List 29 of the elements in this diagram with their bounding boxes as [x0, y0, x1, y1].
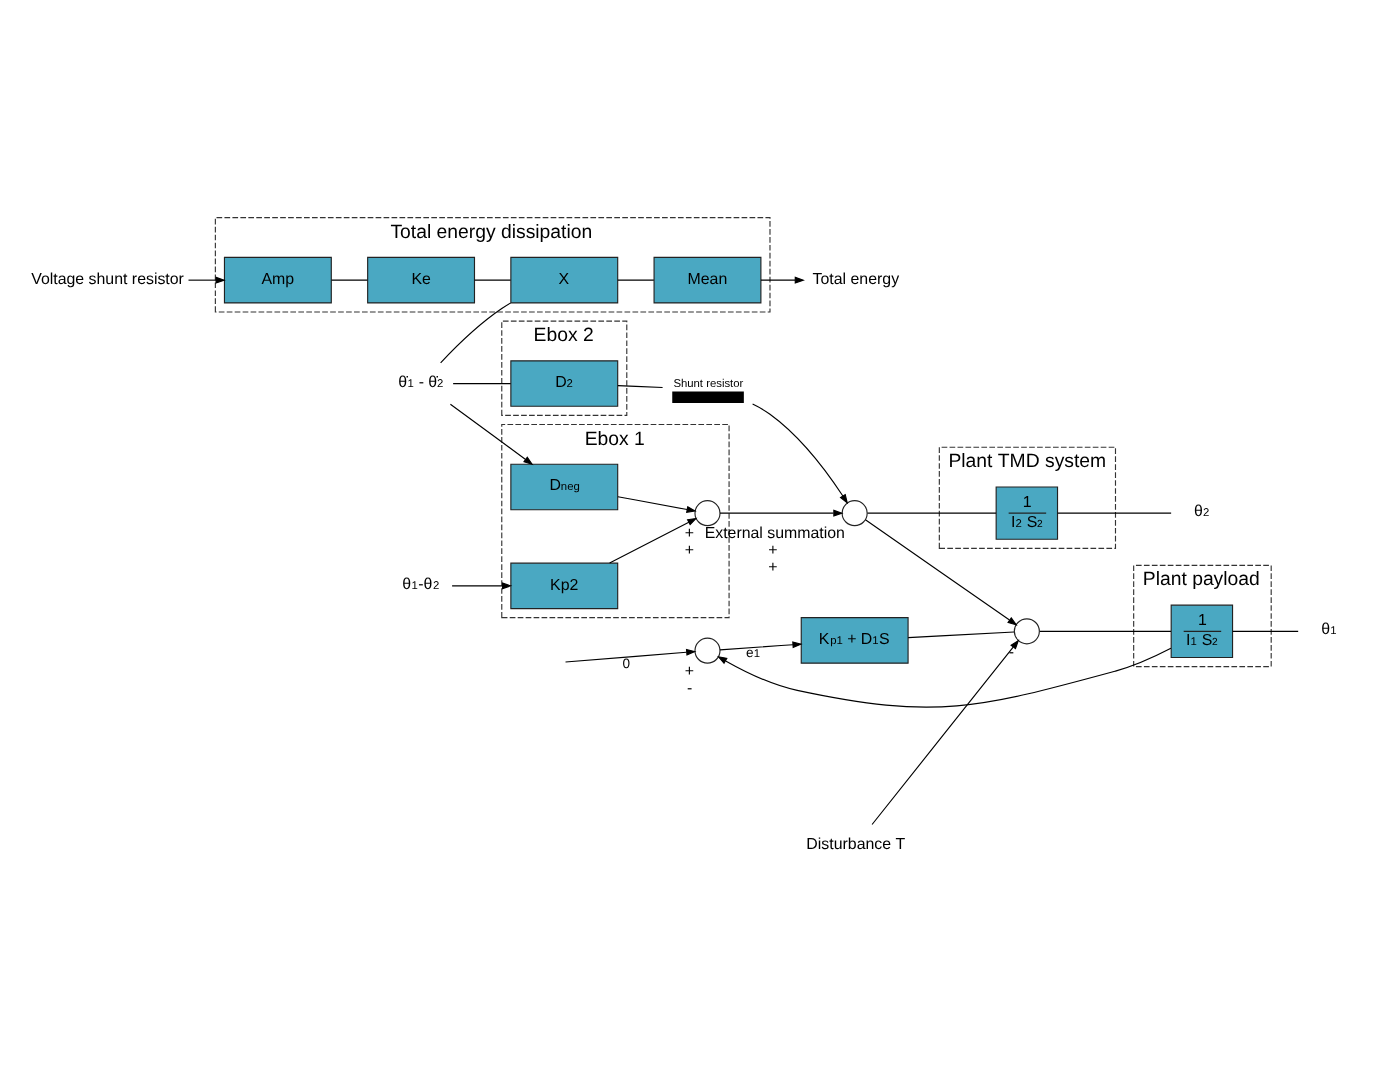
connector	[1039, 629, 1172, 631]
arrow	[187, 275, 226, 283]
arrow	[609, 516, 698, 563]
connector	[1232, 629, 1299, 631]
connector	[617, 278, 655, 280]
arrow	[871, 638, 1020, 825]
connector	[474, 278, 512, 280]
arrow	[719, 508, 844, 516]
node-circle	[694, 636, 721, 663]
node-box	[672, 390, 744, 402]
connector	[907, 630, 1015, 638]
connector	[452, 382, 512, 384]
arrow	[717, 646, 1172, 707]
connector	[866, 511, 997, 513]
arrow	[752, 402, 849, 504]
arrow	[451, 581, 513, 589]
node-circle	[841, 499, 868, 526]
arrow	[617, 495, 697, 512]
node-circle	[1013, 617, 1040, 644]
arrow	[449, 402, 534, 465]
arrow	[760, 275, 805, 283]
arrow	[564, 647, 697, 662]
connector	[617, 384, 664, 388]
connector	[1057, 511, 1172, 513]
node-circle	[694, 499, 721, 526]
arrow	[719, 640, 803, 650]
connector	[440, 301, 512, 363]
arrow	[864, 518, 1018, 625]
connector	[330, 278, 368, 280]
